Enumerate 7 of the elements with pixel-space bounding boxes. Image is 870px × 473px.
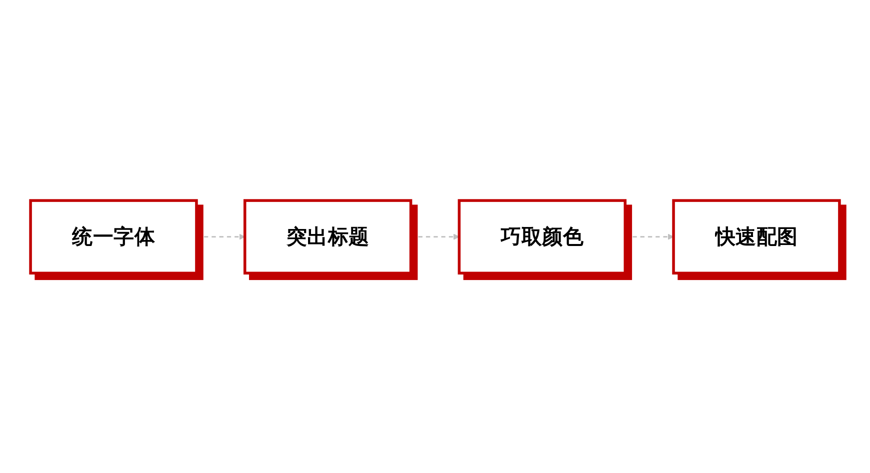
node-box: 巧取颜色 [458, 198, 627, 274]
arrow [625, 233, 674, 240]
arrow [410, 233, 460, 240]
node-box: 统一字体 [29, 198, 198, 274]
node-box: 快速配图 [672, 198, 841, 274]
node-box: 突出标题 [243, 198, 412, 274]
arrow [196, 233, 246, 240]
